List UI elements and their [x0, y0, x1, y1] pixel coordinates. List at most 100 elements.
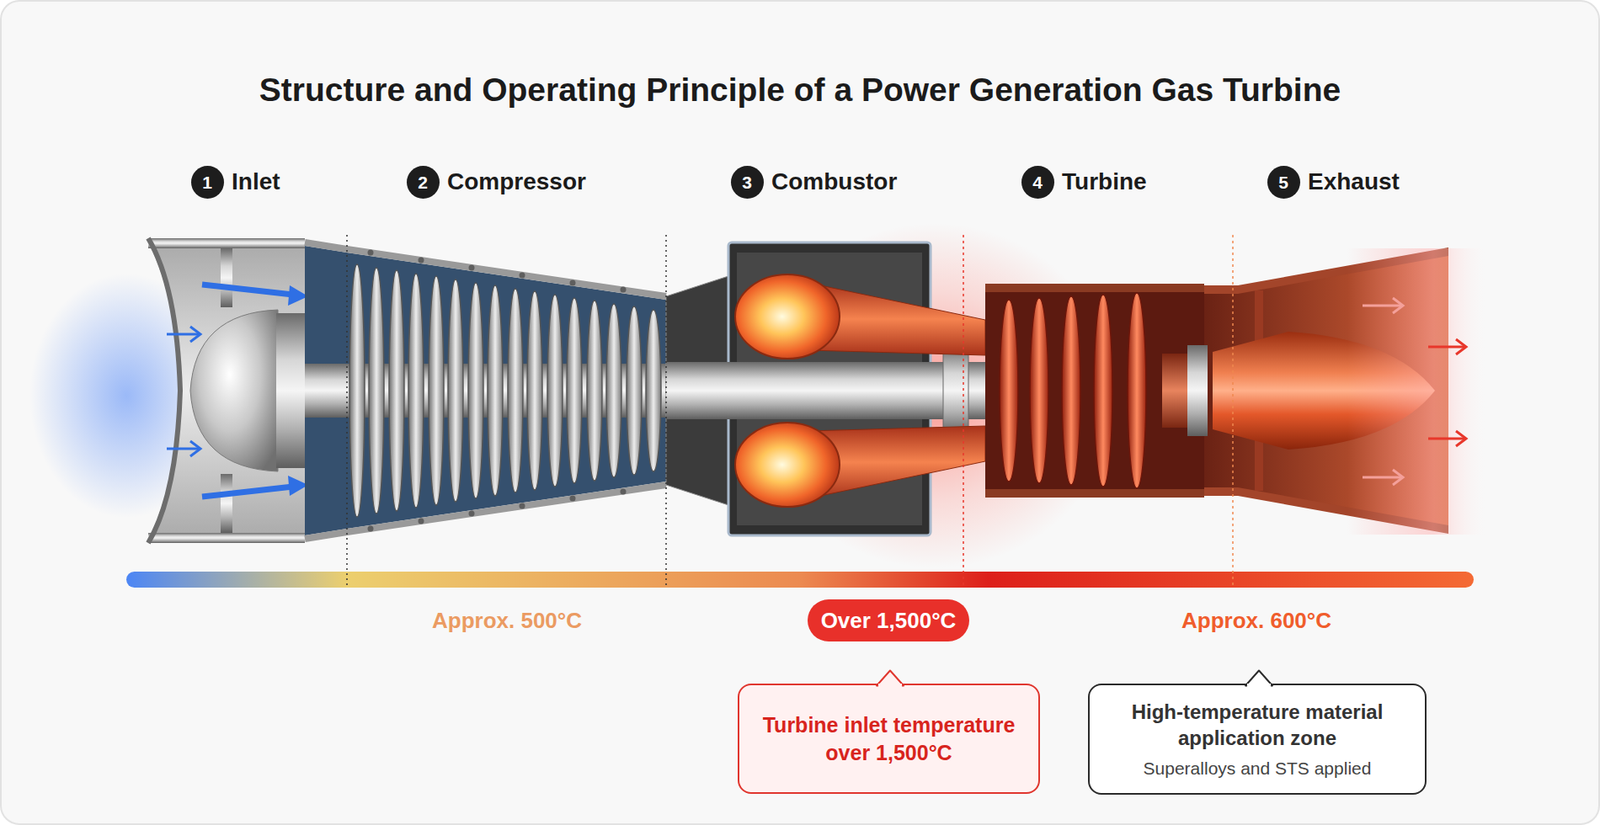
compressor-blade — [547, 294, 563, 487]
intake-arrow — [190, 441, 201, 457]
exhaust-arrow — [1456, 339, 1467, 355]
callout-pointer-cover — [1247, 683, 1271, 688]
section-name: Compressor — [447, 167, 587, 197]
exhaust-arrow — [1428, 346, 1465, 349]
bolt — [570, 496, 576, 502]
compressor-blade — [389, 270, 405, 512]
callout-pointer-cover — [878, 683, 902, 688]
bolt — [418, 518, 425, 525]
diagram-title: Structure and Operating Principle of a P… — [0, 70, 1600, 111]
combustion-can — [735, 274, 840, 359]
bolt — [620, 287, 627, 294]
compressor-blade — [349, 264, 365, 518]
exhaust-arrow — [1428, 437, 1465, 441]
flow-arrow — [202, 486, 294, 497]
inlet-strut — [220, 474, 233, 534]
bolt — [368, 526, 374, 533]
compressor-rim — [304, 485, 667, 539]
compressor-blades — [349, 264, 662, 518]
node-heading: Turbine inlet temperature over 1,500°C — [754, 711, 1024, 767]
callout-box: High-temperature material application zo… — [1088, 683, 1427, 795]
node-heading: 2 — [417, 173, 428, 192]
casing-bolts — [368, 250, 627, 533]
bell-mouth — [148, 238, 181, 544]
node-heading: 4 — [1032, 173, 1043, 192]
callout-number: 5 — [1267, 165, 1301, 199]
exhaust-arrow — [1392, 298, 1403, 314]
turbine-blade — [1093, 294, 1113, 487]
compressor-blade — [566, 298, 582, 484]
node-heading: 1 — [202, 173, 213, 192]
intake-arrow — [166, 448, 199, 451]
compressor-blade — [527, 291, 543, 491]
turbine-blades — [999, 293, 1147, 489]
intake-arrow — [166, 333, 199, 336]
turbine-blade — [1029, 298, 1049, 484]
callout-pointer — [1244, 669, 1274, 687]
temperature-bar — [126, 571, 1474, 588]
shaft-flange — [943, 346, 969, 435]
node-body: Superalloys and STS applied — [1143, 757, 1372, 780]
bolt — [620, 489, 627, 496]
section-name: Turbine — [1061, 167, 1147, 197]
compressor-blade — [468, 282, 484, 499]
callout-number: 3 — [730, 165, 764, 199]
inlet-rim — [148, 533, 305, 544]
compressor-blade — [368, 267, 384, 514]
bolt — [469, 511, 475, 518]
compressor-blade — [408, 273, 424, 508]
compressor-blade — [626, 306, 642, 475]
inlet-rim — [148, 238, 305, 249]
section-divider — [1232, 234, 1234, 587]
callout-number: 1 — [191, 165, 224, 199]
combustion-can — [735, 422, 840, 507]
bolt — [519, 503, 526, 510]
node-heading: 3 — [741, 173, 752, 192]
compressor-blade — [586, 300, 603, 481]
spinner-dome — [190, 309, 278, 472]
compressor-rim — [304, 242, 667, 297]
temperature-badge: Over 1,500°C — [807, 599, 971, 643]
exhaust-ring — [1187, 345, 1208, 437]
turbine-blade — [1061, 296, 1081, 486]
temperature-label: Approx. 500°C — [432, 608, 582, 635]
section-name: Exhaust — [1307, 167, 1400, 197]
turbine-blade — [999, 299, 1019, 482]
bolt — [519, 272, 526, 279]
exhaust-glow — [1347, 248, 1491, 535]
flow-arrow — [202, 284, 294, 295]
callout-pointer — [875, 669, 905, 687]
turbine-rim — [985, 489, 1205, 498]
bolt — [570, 280, 576, 287]
callout-pointer-shape — [876, 671, 904, 687]
section-name: Combustor — [771, 167, 897, 197]
callout-number: 2 — [406, 165, 440, 199]
compressor-blade — [507, 288, 523, 493]
callout-box: Turbine inlet temperature over 1,500°C — [737, 683, 1040, 795]
compressor-blade — [606, 304, 622, 478]
bolt — [469, 265, 475, 272]
exhaust-arrow — [1392, 469, 1403, 486]
bolt — [418, 257, 425, 264]
exhaust-arrow — [1362, 304, 1402, 308]
section-divider — [346, 234, 348, 587]
exhaust-arrow — [1456, 431, 1467, 447]
turbine-blade — [1127, 293, 1147, 489]
exhaust-arrow — [1362, 476, 1402, 480]
compressor-blade — [487, 285, 503, 496]
section-divider — [962, 234, 965, 587]
inlet-strut — [220, 248, 233, 308]
temperature-label: Approx. 600°C — [1181, 608, 1332, 635]
callout-number: 4 — [1021, 165, 1055, 199]
section-name: Inlet — [231, 167, 281, 197]
callout-pointer-shape — [1245, 671, 1273, 687]
compressor-blade — [645, 309, 662, 472]
bolt — [368, 250, 374, 256]
node-heading: 5 — [1278, 173, 1289, 192]
node-heading: Over 1,500°C — [821, 607, 957, 635]
turbine-rim — [985, 283, 1205, 293]
intake-arrow — [190, 326, 201, 342]
compressor-blade — [428, 276, 444, 506]
